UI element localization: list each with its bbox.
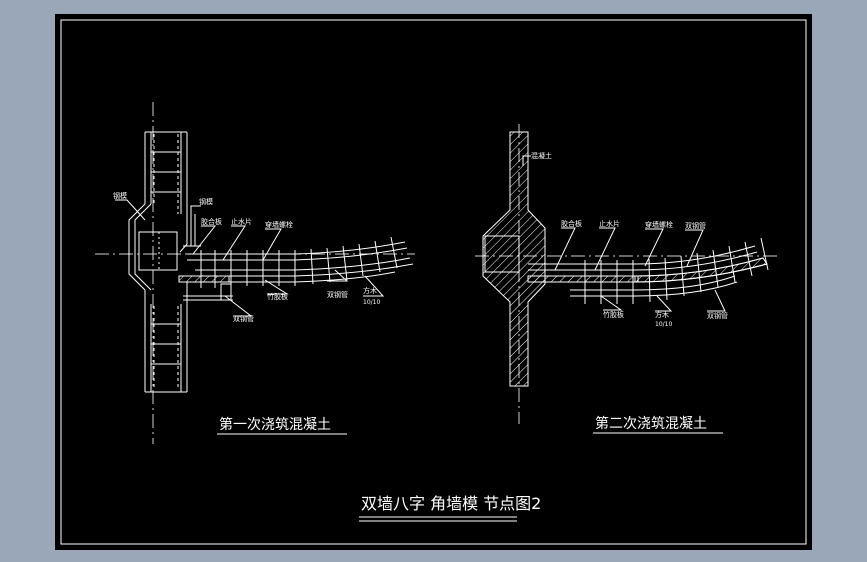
left-bevel-formwork [128, 203, 188, 291]
left-leaders [115, 199, 385, 317]
right-wall-studs [584, 237, 769, 304]
left-upper-wall-formwork [144, 131, 188, 214]
drawing-canvas[interactable]: 钢模 钢模 胶合板 止水片 穿墙螺栓 双钢管 方木 10/10 双钢管 竹胶板 … [55, 14, 812, 550]
left-callout-dim: 10/10 [363, 299, 380, 306]
right-callout-concrete: 混凝土 [531, 151, 552, 160]
right-callout-wood: 方木 [655, 310, 669, 319]
right-callout-bolt: 穿墙螺栓 [645, 220, 673, 229]
right-callout-waterstop: 止水片 [599, 219, 620, 228]
left-callout-plate-below: 竹胶板 [267, 292, 288, 301]
right-callout-plate-below: 竹胶板 [603, 310, 624, 319]
left-curved-wall-formwork [178, 241, 414, 283]
left-callout-pipe-below: 双钢管 [233, 314, 254, 323]
right-caption: 第二次浇筑混凝土 [595, 415, 707, 432]
right-callout-plate: 胶合板 [561, 219, 582, 228]
left-callout-plate: 胶合板 [201, 217, 222, 226]
right-curved-wall-formwork [527, 245, 768, 297]
left-wall-studs [200, 236, 398, 288]
drawing-border [60, 19, 807, 545]
right-callout-pipe: 双钢管 [685, 221, 706, 230]
left-clamps [183, 214, 201, 247]
left-callout-wood: 方木 [363, 286, 377, 295]
left-callout-waterstop: 止水片 [231, 217, 252, 226]
right-leaders [522, 155, 726, 312]
right-core-box [484, 235, 520, 273]
left-lower-wall-formwork [144, 282, 188, 393]
right-callout-pipe-below: 双钢管 [707, 311, 728, 320]
left-bottom-board [183, 283, 233, 301]
right-concrete-section [482, 131, 546, 387]
cad-drawing: 钢模 钢模 胶合板 止水片 穿墙螺栓 双钢管 方木 10/10 双钢管 竹胶板 … [60, 19, 807, 545]
left-caption: 第一次浇筑混凝土 [219, 416, 331, 433]
left-callout-mold-left: 钢模 [113, 191, 127, 200]
left-callout-mold-right: 钢模 [199, 197, 213, 206]
left-detail: 钢模 钢模 胶合板 止水片 穿墙螺栓 双钢管 方木 10/10 双钢管 竹胶板 … [95, 102, 415, 444]
left-callout-pipe: 双钢管 [327, 290, 348, 299]
right-detail: 混凝土 胶合板 止水片 穿墙螺栓 双钢管 竹胶板 方木 10/10 双钢管 第二… [475, 124, 780, 434]
main-title: 双墙八字 角墙模 节点图2 [361, 494, 541, 513]
left-callout-bolt: 穿墙螺栓 [265, 220, 293, 229]
right-callout-dim: 10/10 [655, 321, 672, 328]
